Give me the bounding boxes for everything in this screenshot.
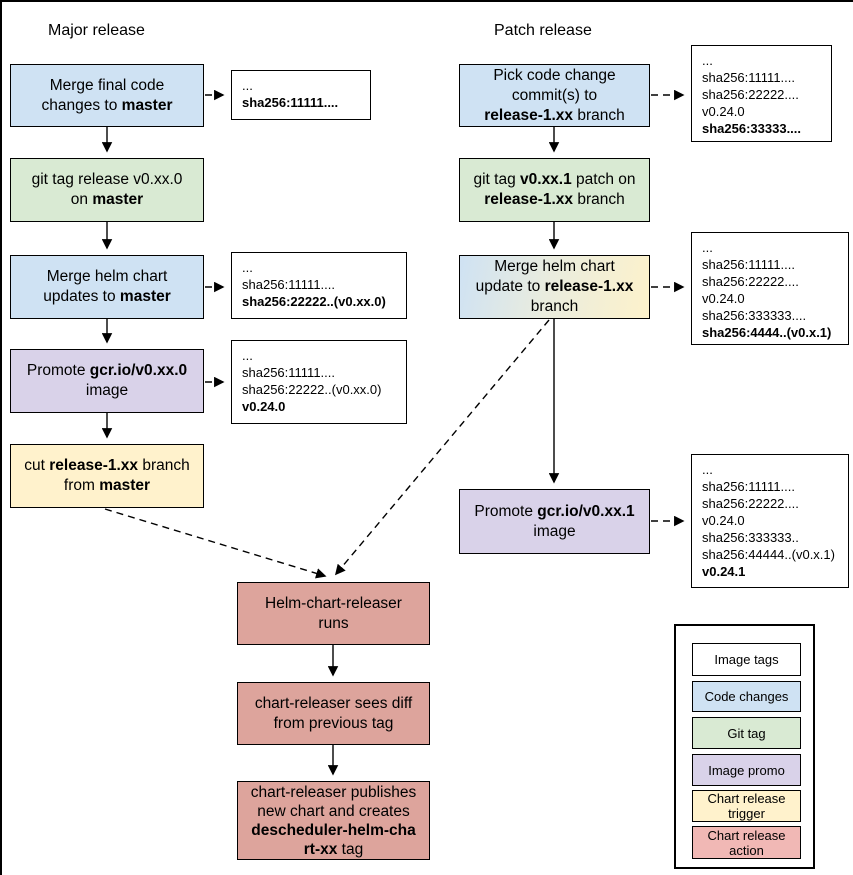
- arrow-dashed-cut-branch-to-releaser: [104, 508, 327, 579]
- major-release-title: Major release: [48, 22, 145, 39]
- annotation-image-tags-major-2: ...sha256:11111....sha256:22222..(v0.xx.…: [231, 252, 407, 319]
- annotation-image-tags-major-3: ...sha256:11111....sha256:22222..(v0.xx.…: [231, 340, 407, 424]
- annotation-image-tags-patch-1: ...sha256:11111....sha256:22222....v0.24…: [691, 45, 832, 142]
- legend-item-image-tags: Image tags: [692, 643, 801, 676]
- patch-release-title: Patch release: [494, 22, 592, 39]
- annotation-image-tags-patch-3: ...sha256:11111....sha256:22222....v0.24…: [691, 454, 849, 588]
- legend: Image tags Code changes Git tag Image pr…: [674, 624, 815, 869]
- legend-item-code-changes: Code changes: [692, 681, 801, 712]
- annotation-image-tags-major-1: ...sha256:11111....: [231, 70, 371, 120]
- legend-item-image-promo: Image promo: [692, 754, 801, 786]
- annotation-image-tags-patch-2: ...sha256:11111....sha256:22222....v0.24…: [691, 232, 849, 345]
- legend-item-git-tag: Git tag: [692, 717, 801, 749]
